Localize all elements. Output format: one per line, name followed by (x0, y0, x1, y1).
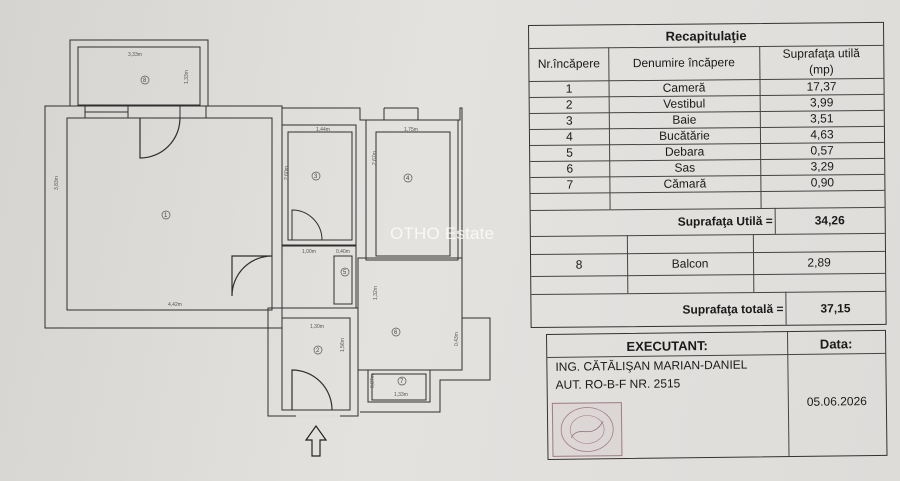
total-area-value: 37,15 (820, 301, 851, 316)
executant-box: EXECUTANT: Data: ING. CĂTĂLIŞAN MARIAN-D… (546, 329, 888, 460)
dim-label: 1,33m (394, 392, 408, 398)
dim-label: 1,30m (310, 324, 324, 330)
watermark: OTHO Estate (390, 224, 495, 243)
dim-label: 2,67m (372, 151, 378, 165)
stamp-icon (560, 407, 614, 452)
row-name: Vestibul (663, 96, 706, 111)
row-area: 3,51 (810, 111, 834, 126)
floor-plan: 3,33m 1,33m 3,83m 4,42m 1,44m 2,60m 1,75… (44, 39, 491, 457)
row-name: Balcon (671, 256, 709, 271)
entry-arrow-icon (304, 424, 328, 457)
recap-title: Recapitulaţie (665, 28, 747, 44)
row-nr: 7 (566, 177, 574, 192)
debara-wall (281, 245, 357, 309)
executant-label: EXECUTANT: (626, 338, 708, 355)
row-nr: 6 (566, 161, 574, 176)
dim-label: 1,75m (404, 127, 418, 133)
row-nr: 8 (575, 257, 583, 272)
sas-wall (357, 257, 463, 371)
signature-stamp (551, 402, 623, 457)
dim-label: 3,83m (54, 176, 60, 190)
row-area: 0,57 (810, 143, 834, 158)
dim-label: 1,00m (302, 249, 316, 255)
document-date: 05.06.2026 (806, 394, 867, 409)
row-nr: 3 (565, 113, 573, 128)
room-number: 4 (406, 176, 410, 182)
useful-area-label: Suprafaţa Utilă = (677, 213, 773, 229)
row-area: 3,29 (810, 159, 834, 174)
dim-label: 1,32m (373, 286, 379, 300)
room-number: 7 (400, 379, 404, 385)
col-header-nr: Nr.încăpere (537, 56, 600, 71)
dim-label: 4,42m (168, 302, 182, 308)
room-number: 3 (314, 174, 318, 180)
row-area: 3,99 (809, 95, 834, 110)
dim-label: 1,44m (316, 127, 330, 133)
row-area: 17,37 (806, 79, 837, 94)
camara-wall (367, 369, 431, 403)
row-name: Bucătărie (659, 128, 710, 143)
room-number: 1 (164, 213, 168, 219)
row-area: 2,89 (807, 255, 831, 270)
col-header-name: Denumire încăpere (632, 55, 735, 71)
row-area: 4,63 (810, 127, 834, 142)
room-number: 6 (394, 330, 398, 336)
row-nr: 2 (565, 97, 573, 112)
col-header-area: Suprafaţa utilă (782, 46, 861, 61)
row-name: Cămară (663, 176, 707, 191)
room-number: 2 (316, 348, 320, 354)
row-area: 0,90 (810, 175, 835, 190)
room-number: 5 (343, 270, 347, 276)
dim-label: 0,87m (370, 374, 376, 388)
row-nr: 1 (565, 81, 573, 96)
col-header-area-unit: (mp) (808, 62, 834, 77)
room-1-inner-wall (66, 117, 273, 311)
dim-label: 3,33m (128, 52, 142, 58)
dim-label: 2,60m (284, 166, 290, 180)
row-nr: 5 (566, 145, 574, 160)
row-nr: 4 (566, 129, 573, 144)
dim-label: 1,33m (184, 70, 190, 84)
row-name: Sas (674, 160, 696, 175)
door-swing-room-1 (139, 117, 181, 159)
executant-authorization: AUT. RO-B-F NR. 2515 (555, 376, 681, 392)
dim-label: 1,56m (340, 338, 346, 352)
executant-name: ING. CĂTĂLIŞAN MARIAN-DANIEL (555, 357, 748, 374)
dim-label: 0,40m (336, 249, 350, 255)
row-name: Cameră (662, 80, 706, 95)
row-name: Debara (664, 144, 705, 159)
bath-wall (281, 124, 357, 246)
row-name: Baie (672, 112, 697, 127)
recap-table: Recapitulaţie Nr.încăpere Denumire încăp… (528, 21, 887, 328)
room-number: 8 (143, 78, 147, 84)
balcony-inner-wall (77, 46, 201, 106)
total-area-label: Suprafaţa totală = (682, 301, 784, 317)
dim-label: 0,43m (454, 332, 460, 346)
date-label: Data: (819, 336, 853, 352)
useful-area-value: 34,26 (814, 213, 845, 228)
